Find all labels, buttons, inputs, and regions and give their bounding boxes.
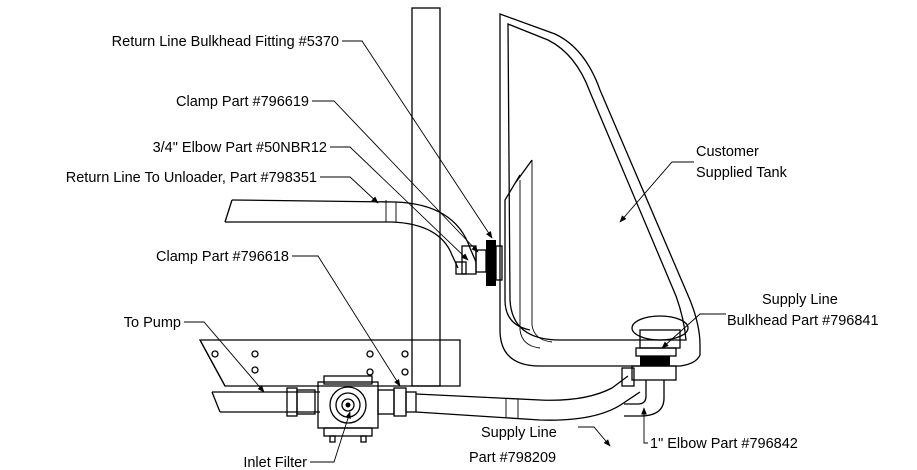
return-line-hose <box>224 199 477 269</box>
label-elbow-796842: 1" Elbow Part #796842 <box>650 436 798 452</box>
label-supply-line-line2: Part #798209 <box>469 450 556 466</box>
supply-line-hose <box>377 375 641 421</box>
label-return-line: Return Line To Unloader, Part #798351 <box>66 170 317 186</box>
label-supply-line-line1: Supply Line <box>481 425 557 441</box>
callout-labels: Return Line Bulkhead Fitting #5370 Clamp… <box>66 34 879 470</box>
return-fittings <box>455 240 503 286</box>
supply-bulkhead-elbow <box>621 347 677 417</box>
label-customer-tank-line1: Customer <box>696 144 759 160</box>
label-clamp-796618: Clamp Part #796618 <box>156 249 289 265</box>
customer-tank <box>499 13 701 367</box>
label-customer-tank-line2: Supplied Tank <box>696 165 788 181</box>
label-inlet-filter: Inlet Filter <box>243 455 307 470</box>
label-clamp-796619: Clamp Part #796619 <box>176 94 309 110</box>
label-supply-bulkhead-line1: Supply Line <box>762 292 838 308</box>
supply-to-pump <box>211 387 320 417</box>
base-rail <box>198 339 461 387</box>
label-elbow-50nbr12: 3/4" Elbow Part #50NBR12 <box>153 140 327 156</box>
label-to-pump: To Pump <box>124 315 181 331</box>
label-supply-bulkhead-line2: Bulkhead Part #796841 <box>727 313 879 329</box>
leader-lines <box>184 40 726 463</box>
label-return-bulkhead: Return Line Bulkhead Fitting #5370 <box>112 34 339 50</box>
